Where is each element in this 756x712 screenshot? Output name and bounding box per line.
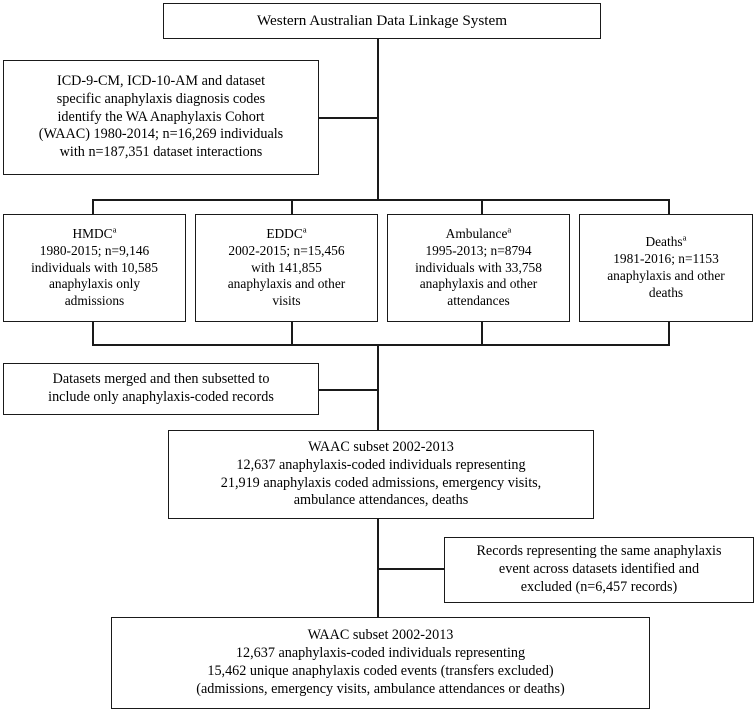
- node-dataset-ambulance[interactable]: Ambulancea 1995-2013; n=8794 individuals…: [387, 214, 570, 322]
- connector-drop-ambulance: [481, 199, 483, 215]
- connector-drop-hmdc: [92, 199, 94, 215]
- node-excluded-records-label: Records representing the same anaphylaxi…: [476, 543, 722, 595]
- node-dataset-deaths-text: Deathsa 1981-2016; n=1153 anaphylaxis an…: [580, 232, 752, 302]
- node-dataset-ambulance-detail: 1995-2013; n=8794 individuals with 33,75…: [415, 242, 542, 309]
- node-waac-subset-label: WAAC subset 2002-2013 12,637 anaphylaxis…: [220, 438, 542, 509]
- node-datasets-merged[interactable]: Datasets merged and then subsetted to in…: [3, 363, 319, 415]
- node-waac-subset[interactable]: WAAC subset 2002-2013 12,637 anaphylaxis…: [168, 430, 594, 519]
- node-final-waac-subset[interactable]: WAAC subset 2002-2013 12,637 anaphylaxis…: [111, 617, 650, 709]
- node-dataset-deaths-superscript: a: [682, 232, 687, 243]
- node-dataset-eddc[interactable]: EDDCa 2002-2015; n=15,456 with 141,855 a…: [195, 214, 378, 322]
- node-dataset-eddc-detail: 2002-2015; n=15,456 with 141,855 anaphyl…: [227, 242, 346, 309]
- node-dataset-hmdc-detail: 1980-2015; n=9,146 individuals with 10,5…: [31, 242, 158, 309]
- node-excluded-records[interactable]: Records representing the same anaphylaxi…: [444, 537, 754, 603]
- connector-codes-to-trunk: [318, 117, 378, 119]
- connector-merge-bar: [92, 344, 670, 346]
- node-dataset-eddc-name: EDDC: [266, 225, 303, 241]
- node-dataset-deaths-name: Deaths: [645, 234, 683, 250]
- node-dataset-deaths-detail: 1981-2016; n=1153 anaphylaxis and other …: [607, 251, 725, 300]
- connector-riser-eddc: [291, 321, 293, 345]
- connector-drop-eddc: [291, 199, 293, 215]
- node-dataset-eddc-text: EDDCa 2002-2015; n=15,456 with 141,855 a…: [196, 224, 377, 310]
- node-final-waac-subset-label: WAAC subset 2002-2013 12,637 anaphylaxis…: [196, 627, 565, 697]
- connector-trunk-to-excluded: [377, 568, 445, 570]
- node-dataset-ambulance-text: Ambulancea 1995-2013; n=8794 individuals…: [388, 224, 569, 310]
- node-dataset-eddc-superscript: a: [302, 224, 307, 235]
- connector-riser-hmdc: [92, 321, 94, 345]
- connector-riser-deaths: [668, 321, 670, 345]
- connector-distribution-bar: [92, 199, 670, 201]
- node-dataset-ambulance-name: Ambulance: [445, 225, 508, 241]
- node-root-label: Western Australian Data Linkage System: [256, 12, 508, 30]
- node-dataset-hmdc[interactable]: HMDCa 1980-2015; n=9,146 individuals wit…: [3, 214, 186, 322]
- connector-bar-to-subset: [377, 344, 379, 431]
- connector-drop-deaths: [668, 199, 670, 215]
- node-dataset-hmdc-name: HMDC: [72, 225, 113, 241]
- node-dataset-deaths[interactable]: Deathsa 1981-2016; n=1153 anaphylaxis an…: [579, 214, 753, 322]
- node-dataset-hmdc-text: HMDCa 1980-2015; n=9,146 individuals wit…: [4, 224, 185, 310]
- node-dataset-ambulance-superscript: a: [507, 224, 512, 235]
- node-diagnosis-codes[interactable]: ICD-9-CM, ICD-10-AM and dataset specific…: [3, 60, 319, 175]
- connector-riser-ambulance: [481, 321, 483, 345]
- node-diagnosis-codes-label: ICD-9-CM, ICD-10-AM and dataset specific…: [38, 72, 284, 161]
- node-datasets-merged-label: Datasets merged and then subsetted to in…: [48, 371, 274, 405]
- node-dataset-hmdc-superscript: a: [112, 224, 117, 235]
- connector-merge-note-to-trunk: [318, 389, 378, 391]
- node-root[interactable]: Western Australian Data Linkage System: [163, 3, 601, 39]
- connector-root-to-bar: [377, 38, 379, 200]
